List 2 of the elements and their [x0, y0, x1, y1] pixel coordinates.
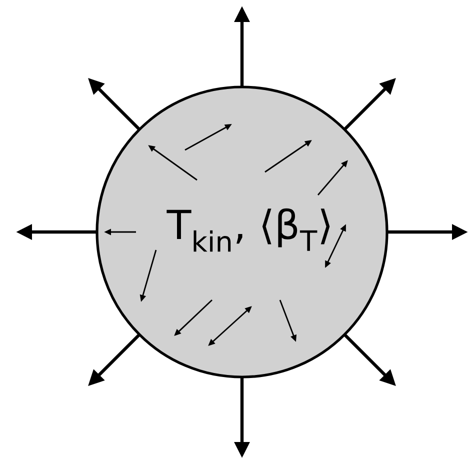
formula-label: T$_{kin}$, ⟨β$_{T}$⟩	[166, 208, 330, 252]
circle	[96, 86, 388, 378]
